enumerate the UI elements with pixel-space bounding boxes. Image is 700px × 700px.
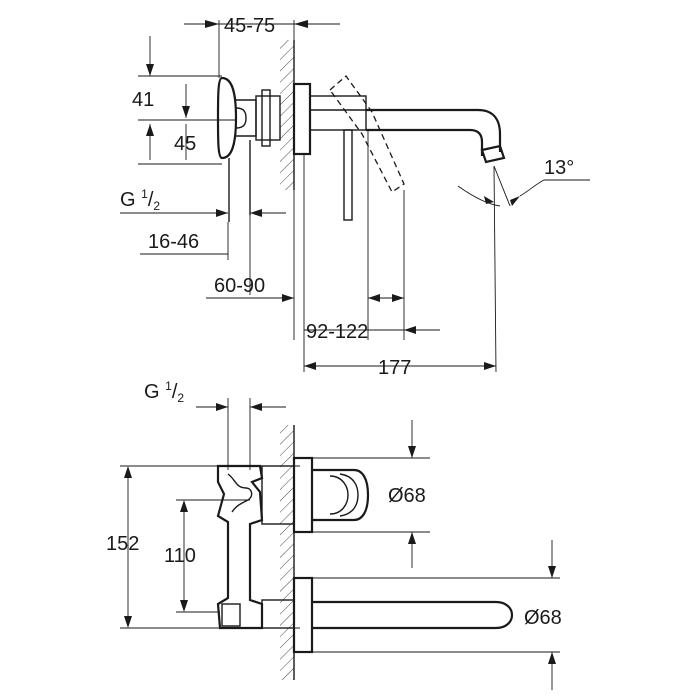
front-handle bbox=[312, 468, 370, 522]
dim-60-90: 60-90 bbox=[214, 275, 265, 297]
dimension-labels: 45-75 41 45 G 1/2 16-46 60-90 92-122 177… bbox=[106, 15, 574, 629]
dim-41: 41 bbox=[132, 89, 154, 111]
dim-152: 152 bbox=[106, 533, 139, 555]
side-view bbox=[120, 20, 590, 373]
dim-g-half-bottom: G 1/2 bbox=[144, 379, 184, 405]
dim-177: 177 bbox=[378, 357, 411, 379]
front-spout bbox=[312, 600, 514, 630]
dim-13-deg: 13° bbox=[544, 157, 574, 179]
wall-section-bottom bbox=[280, 425, 294, 680]
dim-110: 110 bbox=[164, 545, 196, 567]
wall-section-top bbox=[280, 40, 294, 190]
dim-g-half-top: G 1/2 bbox=[120, 187, 160, 213]
dim-diameter-68-bottom: Ø68 bbox=[524, 607, 562, 629]
side-handle-rosette bbox=[216, 76, 238, 160]
dim-92-122: 92-122 bbox=[306, 321, 368, 343]
front-view bbox=[120, 398, 560, 690]
side-spout bbox=[366, 108, 502, 156]
dim-16-46: 16-46 bbox=[148, 231, 199, 253]
lever-swing-outline bbox=[329, 75, 405, 193]
dim-45-75: 45-75 bbox=[224, 15, 275, 37]
dim-45: 45 bbox=[174, 133, 196, 155]
dim-diameter-68-top: Ø68 bbox=[388, 485, 426, 507]
